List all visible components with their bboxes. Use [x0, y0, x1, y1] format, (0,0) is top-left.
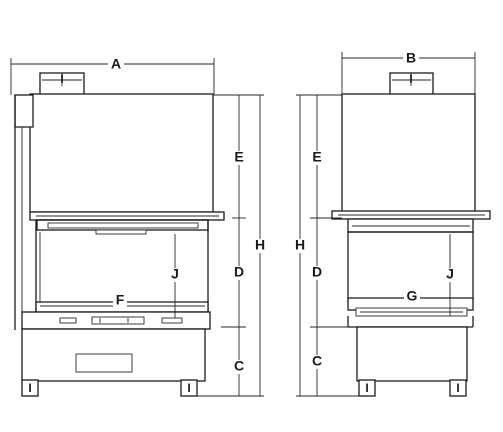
foot-marker-front-right: I	[187, 381, 190, 395]
front-base-nameplate	[75, 353, 133, 373]
side-base-body	[356, 326, 468, 382]
dim-label-i-front: I	[60, 72, 63, 86]
foot-marker-front-left: I	[28, 381, 31, 395]
front-view	[14, 72, 225, 397]
side-foot-left	[358, 379, 376, 397]
dim-label-j-front: J	[171, 266, 179, 282]
dim-label-d-side: D	[312, 264, 322, 280]
front-foot-right	[180, 379, 198, 397]
dim-label-i-side: I	[409, 72, 412, 86]
dim-label-h-side: H	[295, 237, 305, 253]
side-view	[331, 72, 491, 397]
foot-marker-side-left: I	[365, 381, 368, 395]
dim-label-h-front: H	[255, 237, 265, 253]
dim-label-e-front: E	[234, 149, 243, 165]
dim-label-d-front: D	[234, 264, 244, 280]
front-left-side-panel	[14, 94, 34, 128]
side-foot-right	[449, 379, 467, 397]
front-vent-right	[161, 317, 183, 324]
dim-label-c-side: C	[312, 353, 322, 369]
dim-label-a: A	[111, 56, 121, 72]
dim-label-c-front: C	[234, 358, 244, 374]
side-hood	[341, 93, 476, 213]
front-vent-center	[91, 316, 145, 325]
front-vent-left	[59, 317, 77, 324]
side-firebox-band	[347, 218, 474, 233]
dim-label-e-side: E	[312, 149, 321, 165]
front-foot-left	[21, 379, 39, 397]
dim-label-f: F	[116, 292, 125, 308]
foot-marker-side-right: I	[456, 381, 459, 395]
side-dimensions: B H E D C J G I I	[293, 50, 476, 397]
dim-label-b: B	[406, 50, 416, 66]
front-hood	[29, 93, 214, 213]
dim-label-j-side: J	[446, 266, 454, 282]
dim-label-g: G	[407, 288, 418, 304]
front-dimensions: A E D C H J F I I	[10, 56, 267, 397]
